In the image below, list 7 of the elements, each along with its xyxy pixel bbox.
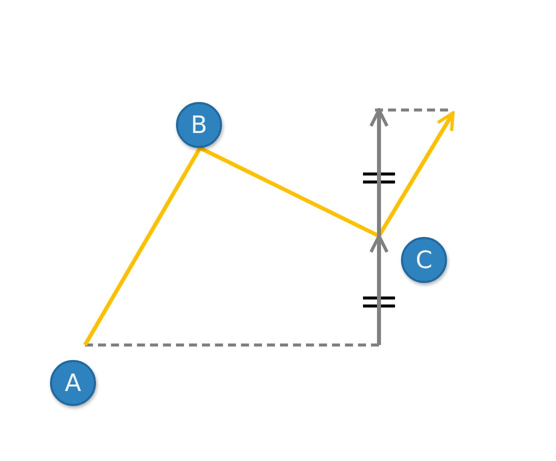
point-label: B <box>176 102 222 148</box>
line-segment <box>83 147 202 346</box>
arrow <box>369 234 389 345</box>
point-label: C <box>401 237 447 283</box>
arrow <box>369 108 389 236</box>
point-label: A <box>50 360 96 406</box>
line-segment <box>199 146 380 238</box>
